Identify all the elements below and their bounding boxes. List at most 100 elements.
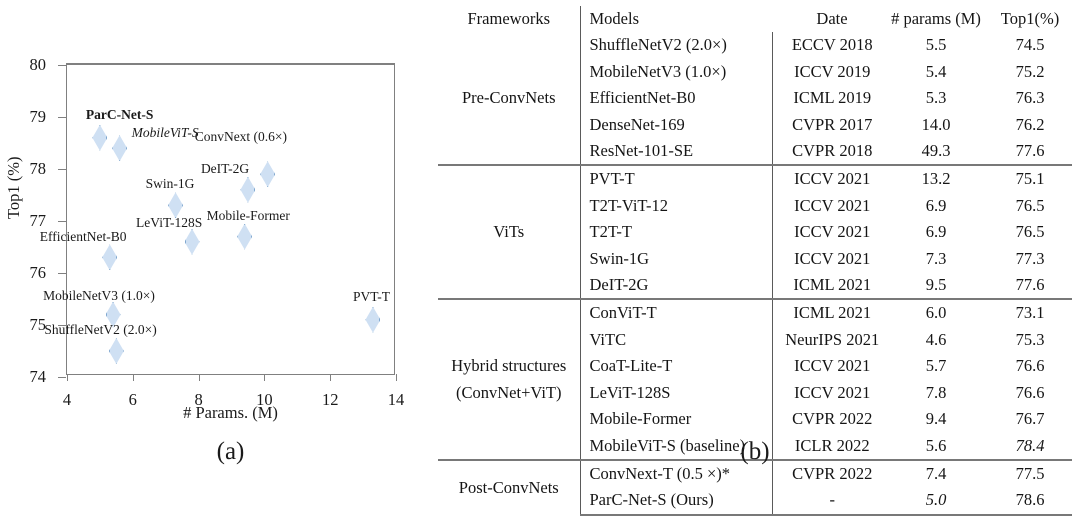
top1-cell: 76.6 [1015,356,1045,376]
top1-cell: 75.3 [1015,329,1045,349]
params-cell: 14.0 [921,114,951,134]
model-cell: MobileViT-S (baseline) [580,432,773,460]
top1-cell: 75.2 [1015,61,1045,81]
scatter-marker [260,161,276,188]
y-axis-tick: 80 [30,55,66,74]
scatter-point-label: MobileViT-S [131,125,199,141]
model-cell: Swin-1G [580,245,773,273]
params-cell: 9.5 [925,275,947,295]
caption-b: (b) [740,438,770,465]
params-cell: 5.7 [925,356,947,376]
date-cell: ICCV 2021 [794,248,871,268]
scatter-marker [108,338,124,364]
x-axis-tick: 12 [322,374,338,409]
y-axis-tick-label: 80 [29,55,47,74]
top1-cell: 76.5 [1015,195,1045,215]
y-axis-tick-label: 76 [29,263,47,282]
y-axis-tick: 74 [30,367,66,386]
y-axis-tick: 78 [30,159,66,178]
params-cell: 5.0 [884,487,988,516]
params-cell: 7.3 [925,248,947,268]
framework-cell: Post-ConvNets [438,458,581,515]
y-axis-tick: 76 [30,263,66,282]
top1-cell: 76.2 [1015,114,1045,134]
date-cell: ICML 2021 [772,298,884,327]
model-cell: EfficientNet-B0 [580,85,773,112]
y-axis-tick: 79 [30,107,66,126]
scatter-point-label: EfficientNet-B0 [39,229,127,245]
col-header-top1: Top1(%) [1000,9,1060,28]
y-axis-tick-label: 77 [29,211,47,230]
table-row[interactable]: ResNet-101-SE CVPR 2018 49.3 77.6 [438,138,1072,166]
scatter-marker [112,135,128,162]
col-header-params: # params (M) [891,9,981,28]
date-cell: CVPR 2017 [792,114,873,134]
top1-cell: 77.6 [1015,141,1045,161]
scatter-marker [184,228,200,255]
date-cell: CVPR 2022 [792,409,873,429]
x-axis-tick: 10 [256,374,273,409]
y-axis-label: Top1 (%) [4,156,23,219]
x-axis-tick: 8 [194,374,203,409]
scatter-point-label: ParC-Net-S [85,106,154,122]
scatter-point-label: DeIT-2G [200,160,250,176]
x-axis-tick-label: 12 [321,390,339,409]
date-cell: ICCV 2019 [794,61,871,81]
y-axis-tick-label: 75 [29,315,47,334]
col-header-date: Date [816,9,848,28]
date-cell: CVPR 2018 [792,141,873,161]
top1-cell: 78.4 [1015,435,1045,455]
model-cell: ResNet-101-SE [580,138,773,166]
x-axis-label: # Params. (M) [183,403,278,422]
scatter-point-label: ShuffleNetV2 (2.0×) [44,322,157,337]
top1-cell: 78.6 [988,487,1072,516]
top1-cell: 76.3 [1015,88,1045,108]
caption-a: (a) [216,438,245,465]
params-cell: 6.9 [925,222,947,242]
x-axis-tick: 14 [388,374,404,409]
framework-cell: Hybrid structures (ConvNet+ViT) [438,298,581,460]
model-cell: ShuffleNetV2 (2.0×) [580,32,773,59]
top1-cell: 74.5 [1015,35,1045,55]
date-cell: ICML 2019 [793,88,872,108]
framework-label-line2: (ConvNet+ViT) [456,382,562,402]
x-axis-tick-label: 6 [128,390,137,409]
params-cell: 49.3 [921,141,951,161]
params-cell: 6.0 [884,298,988,327]
scatter-marker [240,176,256,203]
scatter-point-label: ConvNext (0.6×) [194,129,288,145]
date-cell: - [772,487,884,516]
col-header-models: Models [589,9,640,28]
model-cell: T2T-ViT-12 [580,192,773,220]
table-panel: Frameworks Models Date # params (M) Top1… [430,0,1080,516]
top1-cell: 75.1 [988,164,1072,193]
date-cell: NeurIPS 2021 [785,329,880,349]
scatter-marker [92,124,108,151]
y-axis-tick-label: 79 [29,107,47,126]
framework-label-line1: Hybrid structures [451,356,567,376]
params-cell: 13.2 [884,164,988,193]
model-cell: PVT-T [580,164,773,193]
x-axis-tick-label: 8 [194,390,203,409]
top1-cell: 76.6 [1015,382,1045,402]
date-cell: ICCV 2021 [794,382,871,402]
framework-cell: Pre-ConvNets [438,32,581,166]
scatter-marker [168,192,184,219]
